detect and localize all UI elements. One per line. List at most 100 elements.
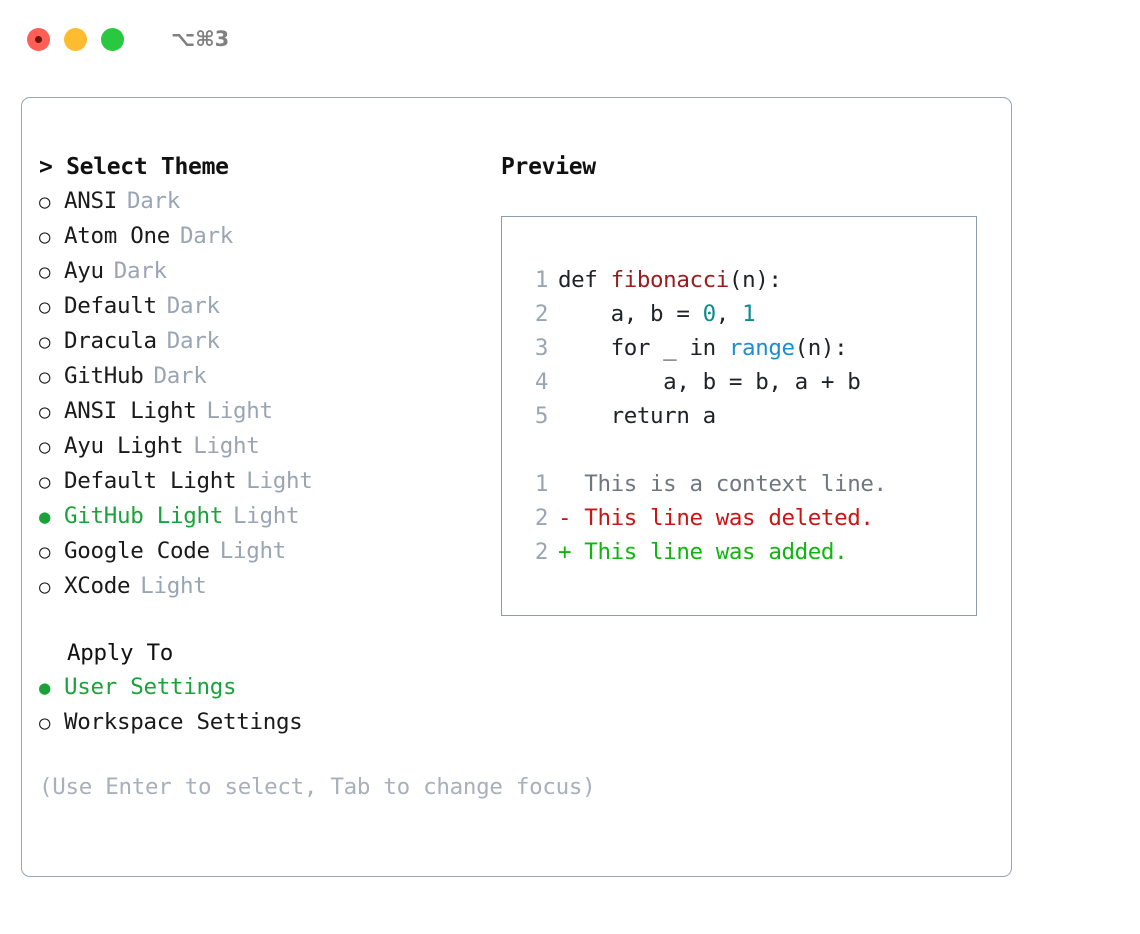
theme-list-column: > Select Theme ○ ANSI Dark ○ Atom One Da… bbox=[39, 150, 596, 804]
radio-unselected-icon[interactable]: ○ bbox=[39, 331, 51, 353]
theme-option-default-dark[interactable]: ○ Default Dark bbox=[39, 289, 491, 324]
radio-unselected-icon[interactable]: ○ bbox=[39, 471, 51, 493]
theme-option-badge: Light bbox=[232, 503, 300, 529]
apply-to-option-label: User Settings bbox=[64, 674, 237, 700]
theme-option-github-dark[interactable]: ○ GitHub Dark bbox=[39, 359, 491, 394]
radio-unselected-icon[interactable]: ○ bbox=[39, 261, 51, 283]
theme-option-google-code-light[interactable]: ○ Google Code Light bbox=[39, 534, 491, 569]
theme-option-badge: Dark bbox=[166, 328, 220, 354]
code-segment-number: 0 bbox=[702, 301, 717, 327]
code-line: 2 a, b = 0 , 1 bbox=[518, 297, 976, 331]
diff-line-added: 2 + This line was added. bbox=[518, 535, 976, 569]
line-number: 2 bbox=[534, 539, 549, 565]
radio-unselected-icon[interactable]: ○ bbox=[39, 576, 51, 598]
select-theme-heading: > Select Theme bbox=[39, 154, 229, 180]
preview-column: Preview 1 def fibonacci (n): 2 a, b = 0 … bbox=[501, 150, 991, 616]
diff-line-context: 1 This is a context line. bbox=[518, 467, 976, 501]
radio-unselected-icon[interactable]: ○ bbox=[39, 296, 51, 318]
theme-option-label: Default bbox=[64, 293, 157, 319]
theme-option-badge: Dark bbox=[113, 258, 167, 284]
theme-selector-panel: > Select Theme ○ ANSI Dark ○ Atom One Da… bbox=[21, 97, 1012, 877]
theme-option-label: GitHub Light bbox=[64, 503, 223, 529]
theme-option-label: Google Code bbox=[64, 538, 210, 564]
diff-prefix: - bbox=[558, 505, 585, 531]
theme-option-xcode-light[interactable]: ○ XCode Light bbox=[39, 569, 491, 604]
apply-to-option-label: Workspace Settings bbox=[64, 709, 303, 735]
minimize-window-button[interactable] bbox=[64, 27, 87, 51]
theme-option-label: ANSI bbox=[64, 188, 117, 214]
apply-to-option-workspace-settings[interactable]: ○ Workspace Settings bbox=[39, 705, 491, 740]
list-spacer bbox=[39, 604, 491, 636]
theme-option-label: Ayu bbox=[64, 258, 104, 284]
line-number: 1 bbox=[534, 267, 549, 293]
radio-selected-icon[interactable]: ● bbox=[39, 506, 51, 528]
window-titlebar: ⌥⌘3 bbox=[0, 0, 1140, 78]
code-segment-function: fibonacci bbox=[610, 267, 730, 293]
diff-prefix bbox=[558, 467, 584, 501]
line-number: 3 bbox=[534, 335, 549, 361]
traffic-light-buttons bbox=[27, 27, 124, 51]
theme-option-label: Atom One bbox=[64, 223, 170, 249]
line-number: 4 bbox=[534, 369, 549, 395]
code-segment: (n): bbox=[728, 267, 782, 293]
code-line: 4 a, b = b, a + b bbox=[518, 365, 976, 399]
radio-unselected-icon[interactable]: ○ bbox=[39, 191, 51, 213]
code-line: 3 for _ in range (n): bbox=[518, 331, 976, 365]
theme-option-label: XCode bbox=[64, 573, 131, 599]
theme-option-badge: Light bbox=[140, 573, 207, 599]
close-window-button[interactable] bbox=[27, 27, 50, 51]
theme-option-label: GitHub bbox=[64, 363, 144, 389]
theme-option-default-light[interactable]: ○ Default Light Light bbox=[39, 464, 491, 499]
theme-option-label: Ayu Light bbox=[64, 433, 184, 459]
keyboard-shortcut-label: ⌥⌘3 bbox=[171, 27, 230, 51]
radio-unselected-icon[interactable]: ○ bbox=[39, 712, 51, 734]
radio-unselected-icon[interactable]: ○ bbox=[39, 541, 51, 563]
theme-option-badge: Dark bbox=[127, 188, 180, 214]
diff-text: This line was added. bbox=[584, 539, 848, 565]
theme-option-badge: Dark bbox=[153, 363, 207, 389]
apply-to-option-list: ● User Settings ○ Workspace Settings bbox=[39, 670, 491, 740]
code-segment: def bbox=[558, 267, 611, 293]
diff-line-deleted: 2 - This line was deleted. bbox=[518, 501, 976, 535]
code-segment: a, b = bbox=[558, 301, 703, 327]
keyboard-hint-text: (Use Enter to select, Tab to change focu… bbox=[39, 774, 596, 800]
line-number: 5 bbox=[534, 403, 549, 429]
code-segment: , bbox=[715, 301, 743, 327]
theme-option-github-light[interactable]: ● GitHub Light Light bbox=[39, 499, 491, 534]
radio-unselected-icon[interactable]: ○ bbox=[39, 366, 51, 388]
maximize-window-button[interactable] bbox=[101, 27, 124, 51]
code-segment: for _ in bbox=[558, 335, 729, 361]
diff-text: This line was deleted. bbox=[584, 505, 874, 531]
theme-option-ayu-light[interactable]: ○ Ayu Light Light bbox=[39, 429, 491, 464]
theme-option-badge: Light bbox=[193, 433, 260, 459]
radio-unselected-icon[interactable]: ○ bbox=[39, 436, 51, 458]
code-segment: return a bbox=[558, 403, 717, 429]
theme-option-badge: Light bbox=[206, 398, 273, 424]
theme-option-badge: Light bbox=[219, 538, 287, 564]
radio-selected-icon[interactable]: ● bbox=[39, 677, 51, 699]
code-segment-number: 1 bbox=[742, 301, 756, 327]
radio-unselected-icon[interactable]: ○ bbox=[39, 401, 51, 423]
theme-option-ansi-light[interactable]: ○ ANSI Light Light bbox=[39, 394, 491, 429]
code-segment-call: range bbox=[728, 335, 795, 361]
apply-to-option-user-settings[interactable]: ● User Settings bbox=[39, 670, 491, 705]
diff-text: This is a context line. bbox=[584, 471, 887, 497]
preview-code-box: 1 def fibonacci (n): 2 a, b = 0 , 1 3 bbox=[501, 216, 977, 616]
hint-spacer bbox=[39, 740, 491, 770]
theme-option-ayu-dark[interactable]: ○ Ayu Dark bbox=[39, 254, 491, 289]
theme-option-dracula-dark[interactable]: ○ Dracula Dark bbox=[39, 324, 491, 359]
line-number: 2 bbox=[534, 301, 549, 327]
theme-option-atom-one-dark[interactable]: ○ Atom One Dark bbox=[39, 219, 491, 254]
theme-option-label: ANSI Light bbox=[64, 398, 197, 424]
theme-option-badge: Light bbox=[246, 468, 313, 494]
preview-heading: Preview bbox=[501, 154, 596, 180]
code-segment: (n): bbox=[794, 335, 848, 361]
theme-option-label: Dracula bbox=[64, 328, 157, 354]
theme-option-badge: Dark bbox=[166, 293, 220, 319]
code-diff-separator bbox=[518, 433, 976, 467]
apply-to-heading: Apply To bbox=[67, 640, 173, 666]
radio-unselected-icon[interactable]: ○ bbox=[39, 226, 51, 248]
code-line: 5 return a bbox=[518, 399, 976, 433]
code-line: 1 def fibonacci (n): bbox=[518, 263, 976, 297]
theme-option-ansi-dark[interactable]: ○ ANSI Dark bbox=[39, 184, 491, 219]
